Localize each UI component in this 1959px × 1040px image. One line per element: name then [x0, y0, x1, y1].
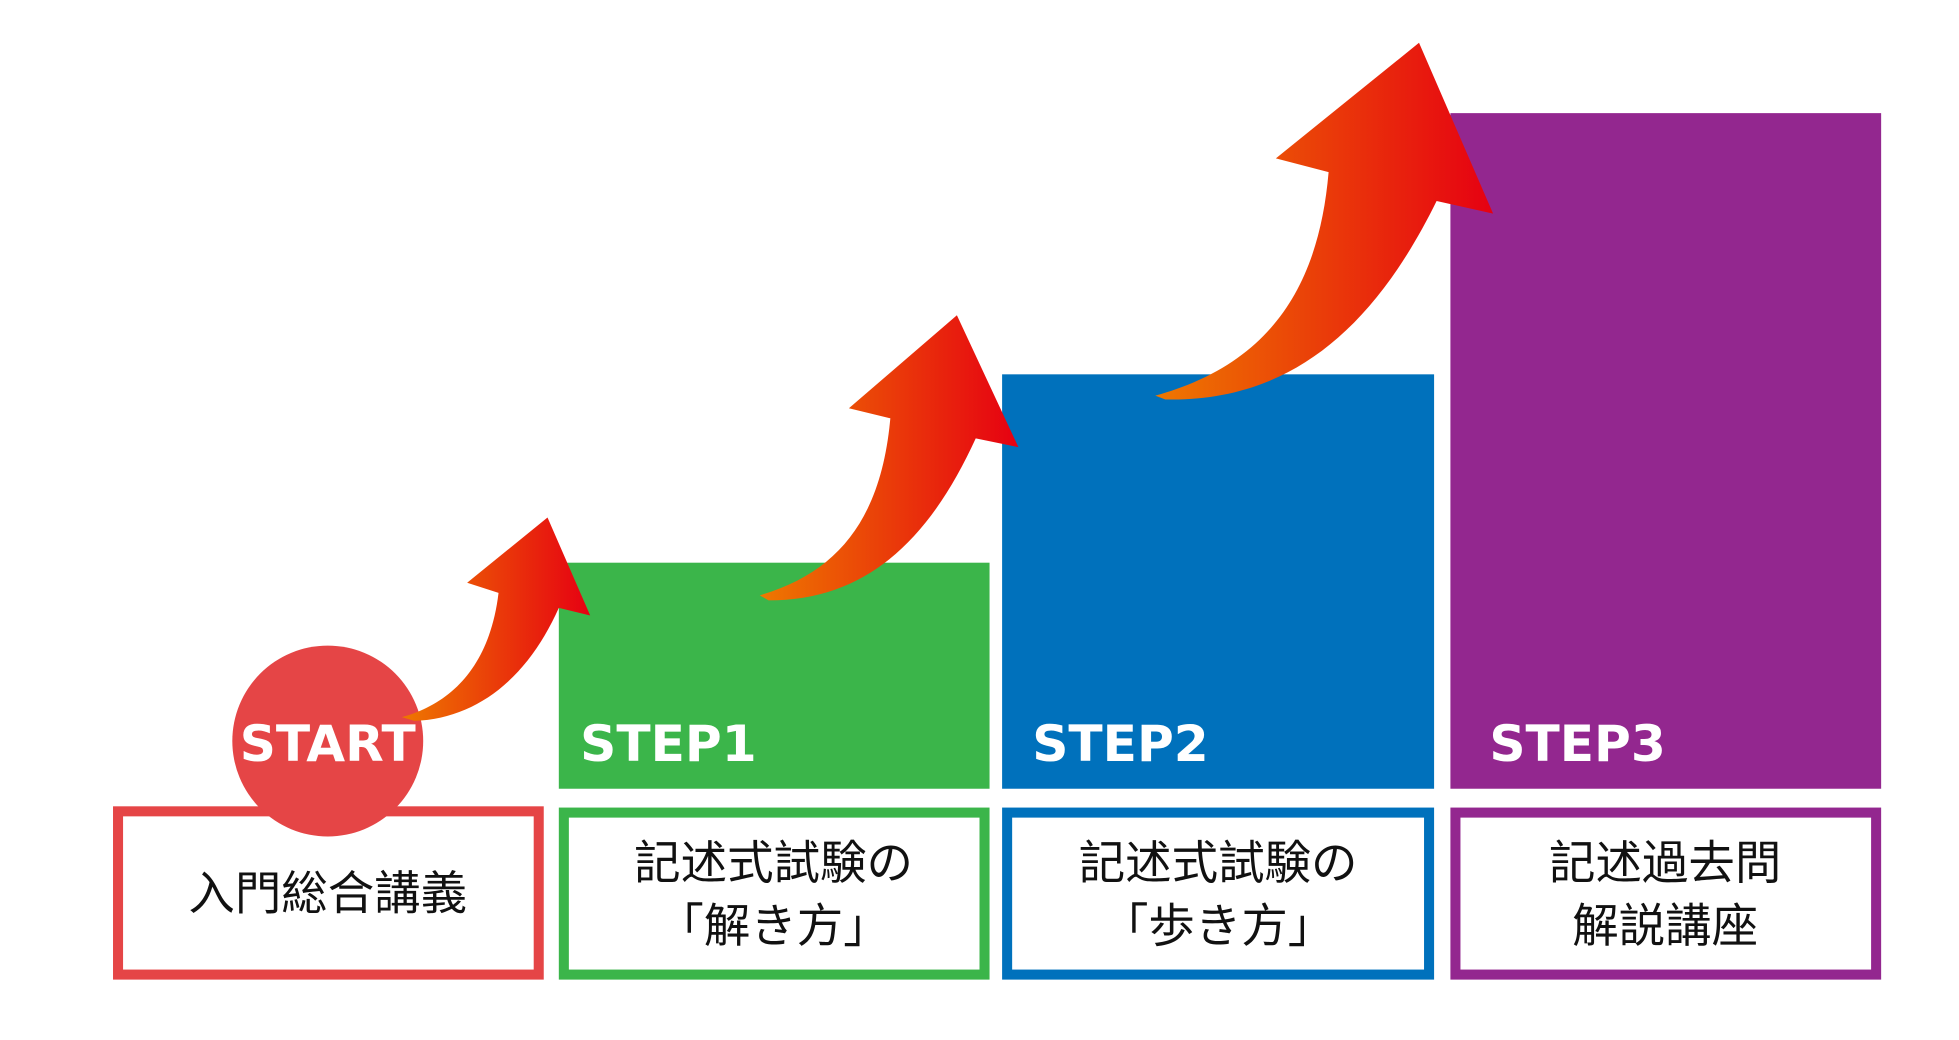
start-circle	[232, 645, 424, 837]
step3-label-line1: 記述過去問	[1549, 836, 1781, 890]
start-label: 入門総合講義	[188, 866, 467, 920]
step3-label-line2: 解説講座	[1572, 899, 1758, 953]
step1-label-line2: 「解き方」	[657, 899, 889, 953]
start-badge: START	[240, 714, 416, 773]
arrow-up-icon	[1155, 42, 1494, 400]
step1-badge: STEP1	[580, 714, 756, 773]
step2-label-line2: 「歩き方」	[1102, 899, 1334, 953]
step1-block	[558, 562, 990, 789]
step1-label-line1: 記述式試験の	[634, 836, 913, 890]
step2-label-line1: 記述式試験の	[1079, 836, 1358, 890]
step3-block	[1450, 113, 1882, 789]
arrow-up-icon	[401, 517, 591, 721]
arrow-up-icon	[759, 315, 1019, 601]
step2-badge: STEP2	[1032, 714, 1208, 773]
step3-badge: STEP3	[1489, 714, 1665, 773]
step2-block	[1002, 374, 1435, 789]
step2-label-box	[1002, 807, 1435, 980]
step1-label-box	[558, 807, 990, 980]
step3-label-box	[1450, 807, 1882, 980]
